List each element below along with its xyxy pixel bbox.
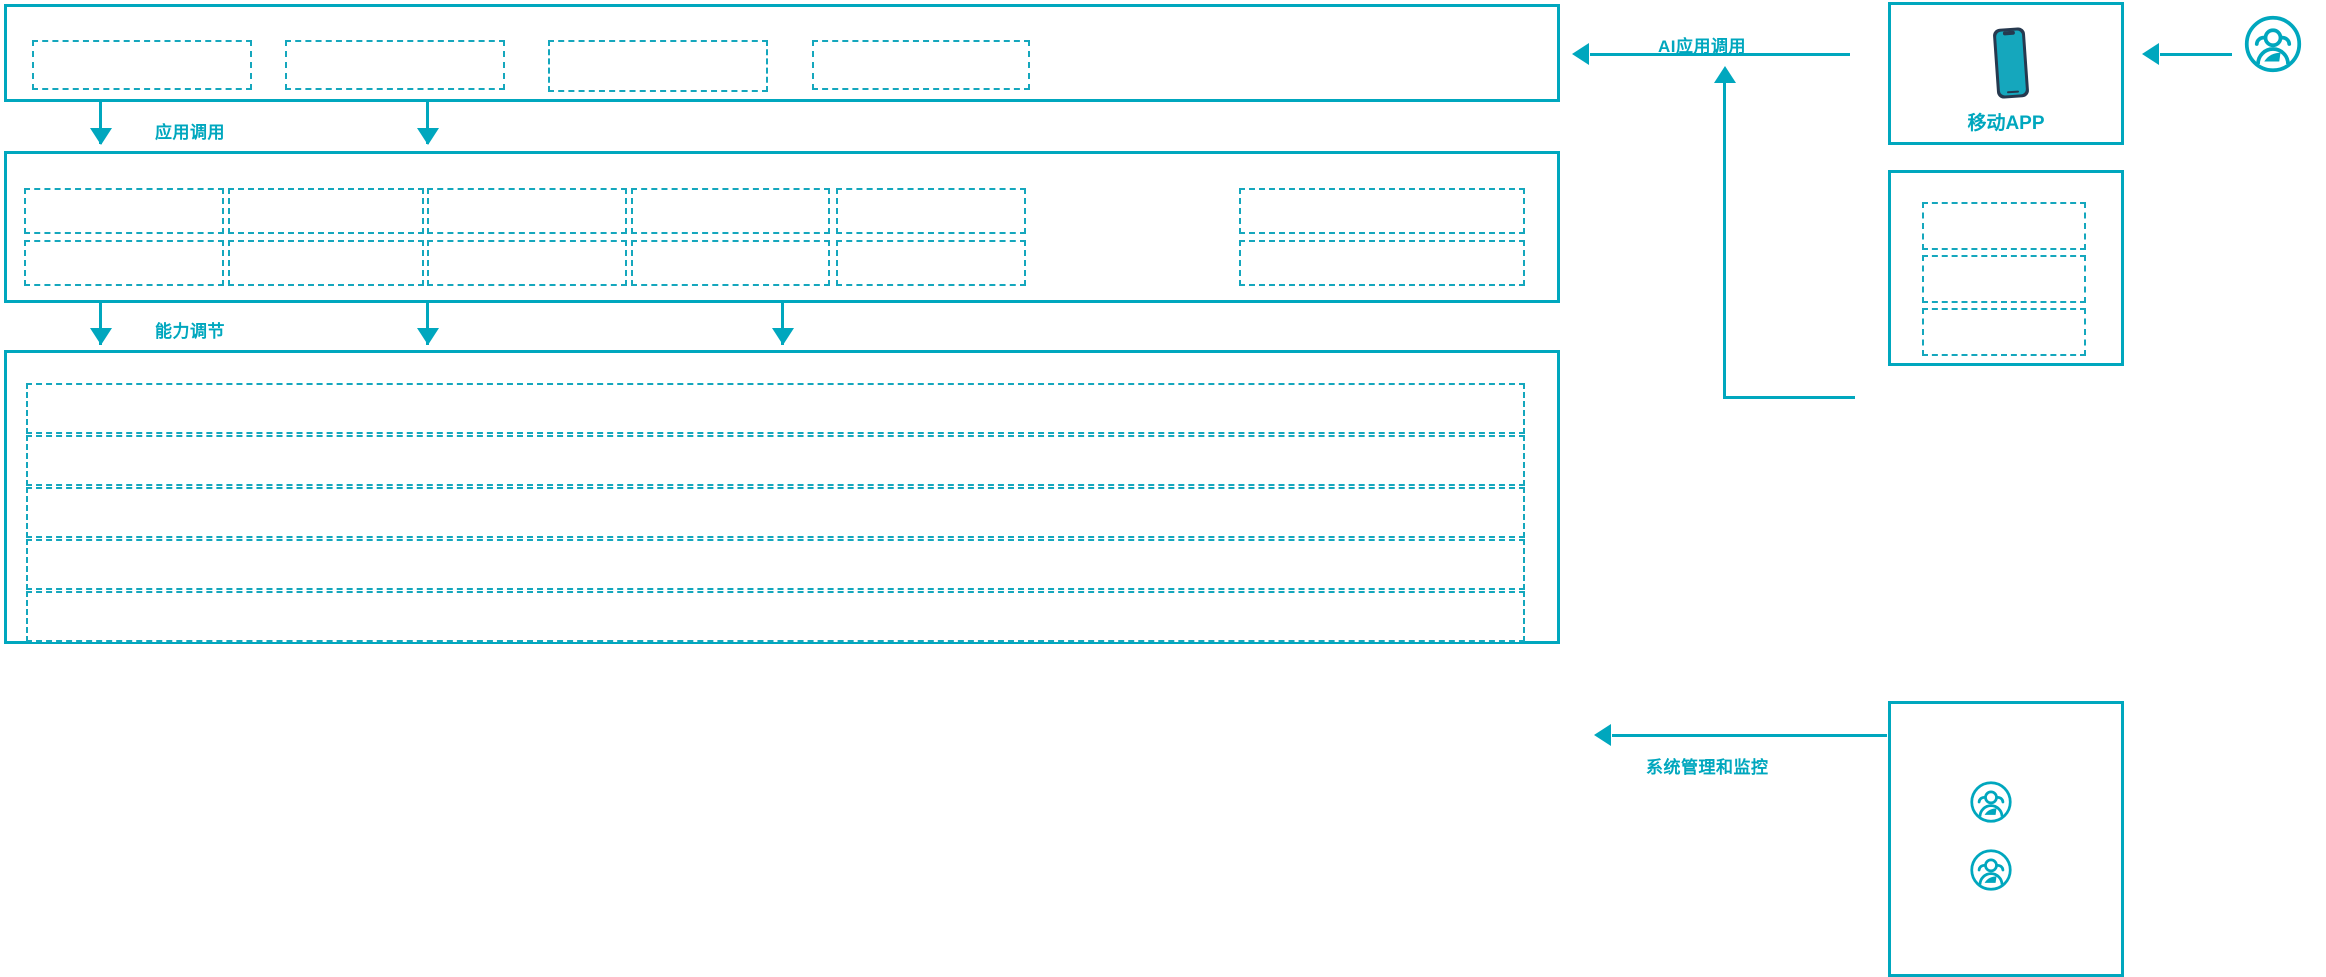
system-monitor-label: 系统管理和监控 xyxy=(1646,758,1769,777)
people-group-icon-external xyxy=(2243,14,2303,79)
channel-riser-foot xyxy=(1723,396,1855,399)
cap-slot-r1c6[interactable] xyxy=(1239,188,1525,234)
channel-slot-3[interactable] xyxy=(1922,308,2086,356)
platform-row-4[interactable] xyxy=(26,539,1525,590)
app-invoke-connector-left xyxy=(99,102,102,144)
system-monitor-line xyxy=(1612,734,1887,737)
platform-row-1[interactable] xyxy=(26,383,1525,434)
cap-slot-r1c4[interactable] xyxy=(631,188,830,234)
cap-slot-r2c1[interactable] xyxy=(24,240,224,286)
capability-tune-arrow-2 xyxy=(417,328,439,345)
channel-slot-2[interactable] xyxy=(1922,255,2086,303)
cap-slot-r2c4[interactable] xyxy=(631,240,830,286)
system-monitor-arrow xyxy=(1594,724,1611,746)
application-layer xyxy=(4,4,1560,102)
cap-slot-r2c2[interactable] xyxy=(228,240,424,286)
app-slot-1[interactable] xyxy=(32,40,252,90)
platform-row-3[interactable] xyxy=(26,487,1525,538)
cap-slot-r1c5[interactable] xyxy=(836,188,1026,234)
ai-app-invoke-line xyxy=(1590,53,1850,56)
capability-tune-label: 能力调节 xyxy=(155,322,225,341)
platform-row-2[interactable] xyxy=(26,435,1525,486)
ai-app-invoke-arrow xyxy=(1572,43,1589,65)
app-invoke-arrow-right xyxy=(417,128,439,145)
capability-tune-connector-2 xyxy=(426,303,429,345)
external-user-arrow xyxy=(2142,43,2159,65)
mobile-phone-icon xyxy=(1989,25,2033,106)
cap-slot-r1c3[interactable] xyxy=(427,188,627,234)
platform-row-5[interactable] xyxy=(26,591,1525,642)
channel-riser-line xyxy=(1723,83,1726,399)
capability-tune-arrow-1 xyxy=(90,328,112,345)
cap-slot-r2c6[interactable] xyxy=(1239,240,1525,286)
app-invoke-label: 应用调用 xyxy=(155,123,225,142)
app-slot-3[interactable] xyxy=(548,40,768,92)
app-slot-4[interactable] xyxy=(812,40,1030,90)
capability-tune-connector-3 xyxy=(781,303,784,345)
app-invoke-arrow-left xyxy=(90,128,112,145)
people-group-icon-1 xyxy=(1969,780,2013,829)
cap-slot-r1c2[interactable] xyxy=(228,188,424,234)
people-group-icon-2 xyxy=(1969,848,2013,897)
external-user-line xyxy=(2160,53,2232,56)
channel-riser-arrow xyxy=(1714,66,1736,83)
cap-slot-r2c3[interactable] xyxy=(427,240,627,286)
mobile-app-caption: 移动APP xyxy=(1967,113,2045,134)
operations-panel[interactable] xyxy=(1888,701,2124,977)
app-slot-2[interactable] xyxy=(285,40,505,90)
capability-tune-connector-1 xyxy=(99,303,102,345)
mobile-app-panel[interactable]: 移动APP xyxy=(1888,2,2124,145)
cap-slot-r2c5[interactable] xyxy=(836,240,1026,286)
app-invoke-connector-right xyxy=(426,102,429,144)
channel-slot-1[interactable] xyxy=(1922,202,2086,250)
ai-app-invoke-label: AI应用调用 xyxy=(1658,37,1746,56)
cap-slot-r1c1[interactable] xyxy=(24,188,224,234)
capability-tune-arrow-3 xyxy=(772,328,794,345)
